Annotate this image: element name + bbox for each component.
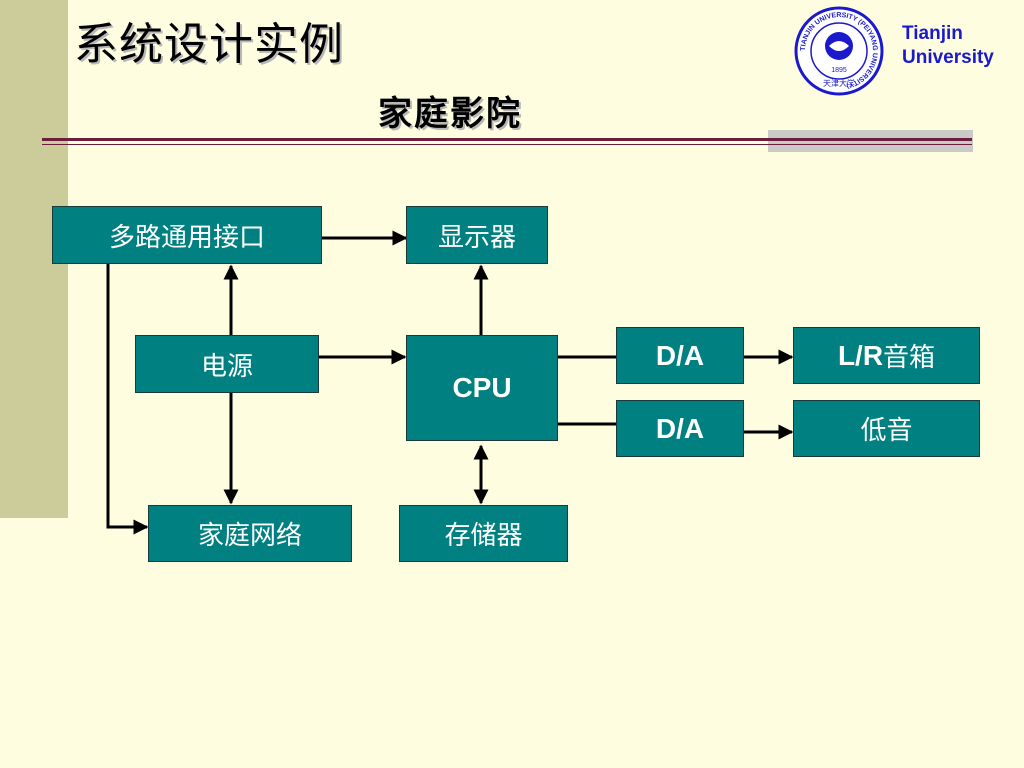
box-display: 显示器 <box>406 206 548 264</box>
university-name-line2: University <box>902 47 994 68</box>
header-rule-thin <box>42 144 972 145</box>
box-home-network-label: 家庭网络 <box>197 521 302 551</box>
box-power: 电源 <box>135 335 319 393</box>
box-cpu-label: CPU <box>452 372 512 403</box>
box-multi-interface-label: 多路通用接口 <box>108 222 265 253</box>
box-bass: 低音 <box>793 400 980 457</box>
university-name: Tianjin University <box>902 22 1020 70</box>
box-bass-label: 低音 <box>860 416 913 446</box>
header-rule <box>42 138 972 141</box>
box-speaker-suffix: 音箱 <box>883 343 936 373</box>
box-display-label: 显示器 <box>437 222 516 253</box>
box-da-1: D/A <box>616 327 744 384</box>
box-storage: 存储器 <box>399 505 568 562</box>
box-home-network: 家庭网络 <box>148 505 352 562</box>
slide-title: 系统设计实例 <box>74 19 344 70</box>
slide-subtitle: 家庭影院 <box>378 94 522 134</box>
box-power-label: 电源 <box>200 351 253 382</box>
box-da-1-label: D/A <box>655 339 705 371</box>
box-multi-interface: 多路通用接口 <box>52 206 322 264</box>
box-cpu: CPU <box>406 335 558 441</box>
university-logo: TIANJIN UNIVERSITY (PEIYANG UNIVERSITY) … <box>794 6 884 96</box>
header-rule-accent <box>768 130 973 152</box>
box-storage-label: 存储器 <box>444 521 523 551</box>
logo-year: 1895 <box>831 67 847 74</box>
box-da-2-label: D/A <box>655 412 705 444</box>
university-name-line1: Tianjin <box>902 23 963 44</box>
logo-seal-text: 天津大学 <box>823 78 855 88</box>
box-da-2: D/A <box>616 400 744 457</box>
box-speaker-prefix: L/R <box>837 339 884 371</box>
arrow-interface-to-network <box>106 264 149 535</box>
